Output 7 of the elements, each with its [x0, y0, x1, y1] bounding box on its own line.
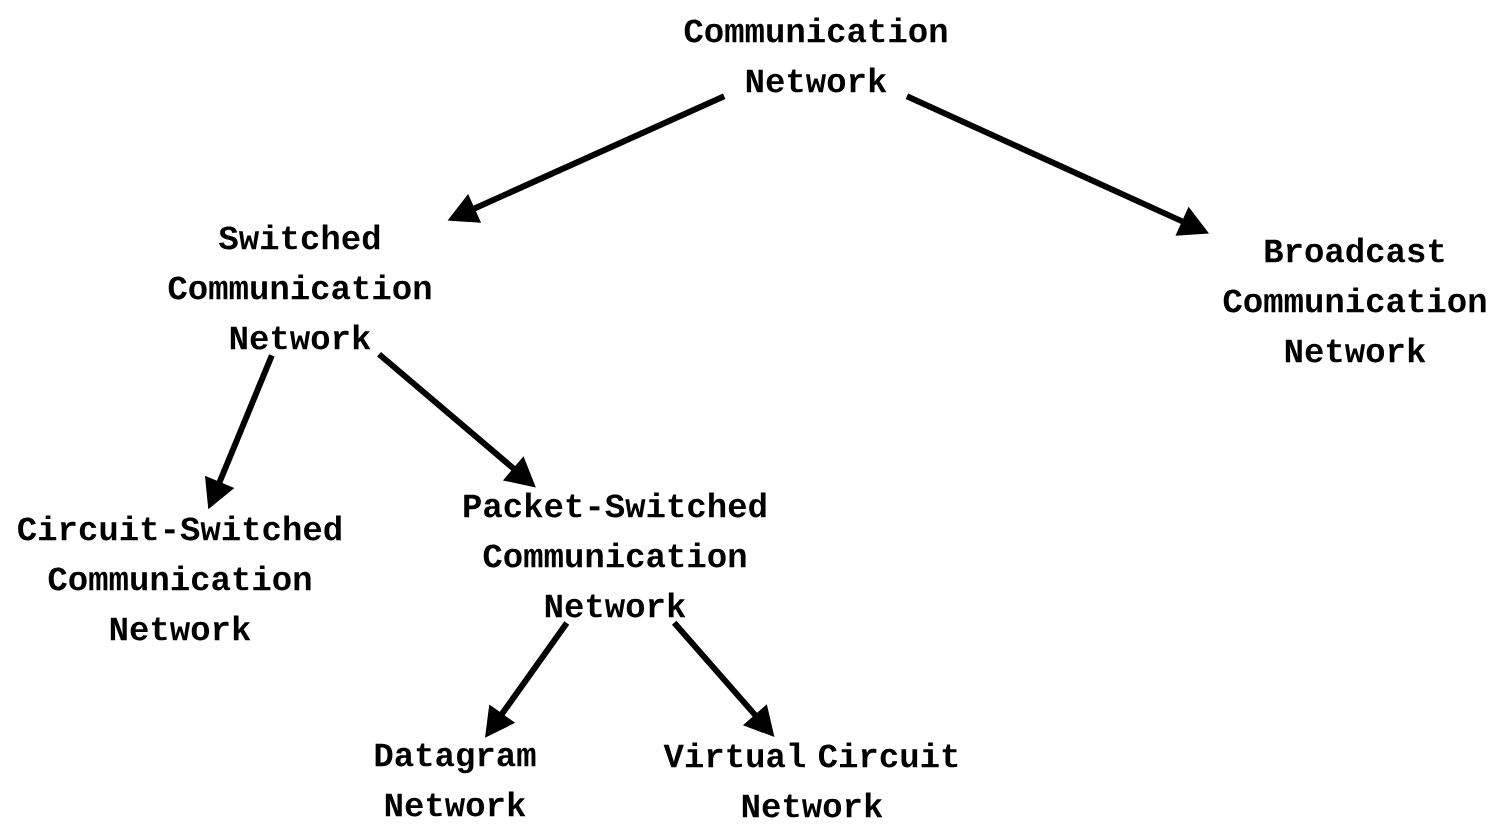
node-label: Circuit-Switched Communication Network: [18, 515, 341, 641]
node-label: Virtual Circuit Network: [663, 742, 958, 818]
node-label: Switched Communication Network: [168, 224, 431, 350]
node-label: Communication Network: [684, 17, 947, 93]
node-label: Broadcast Communication Network: [1223, 237, 1486, 363]
node-label: Datagram Network: [375, 743, 536, 817]
node-label: Packet-Switched Communication Network: [464, 492, 766, 618]
